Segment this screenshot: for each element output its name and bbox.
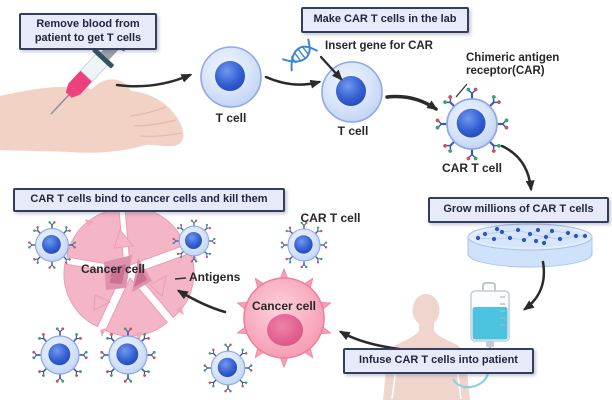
step-label-remove-blood: Remove blood from patient to get T cells <box>19 13 157 50</box>
arrow-grow-to-infuse <box>522 260 546 311</box>
arrow-infuse-to-cancer <box>338 330 401 351</box>
t-cell-label-2: T cell <box>337 124 369 138</box>
car-t-cell-graphic-b <box>172 219 215 262</box>
arrow-cart-to-grow <box>500 144 535 192</box>
antigens-label: Antigens <box>189 270 241 284</box>
antigen-pointer-line <box>174 277 187 280</box>
car-t-cell-label-bottom: CAR T cell <box>300 211 361 225</box>
arrow-tcell-to-cart <box>385 94 439 111</box>
car-t-cell-label-main: CAR T cell <box>441 161 502 175</box>
step-label-kill-cancer: CAR T cells bind to cancer cells and kil… <box>13 188 285 212</box>
car-t-cell-graphic-e <box>32 327 87 382</box>
step-label-infuse: Infuse CAR T cells into patient <box>343 348 534 374</box>
step-label-grow-cells: Grow millions of CAR T cells <box>428 197 609 223</box>
cancer-cell-label-shattered: Cancer cell <box>80 262 146 276</box>
car-t-cell-graphic-c <box>281 222 328 269</box>
car-t-cell-graphic-d <box>204 344 253 393</box>
arrow-blood-to-tcell <box>115 73 193 88</box>
t-cell-graphic-2 <box>321 61 383 123</box>
insert-gene-label: Insert gene for CAR <box>325 40 433 52</box>
shattered-cancer-cell-graphic <box>60 202 198 341</box>
receptor-pointer-line <box>455 83 468 98</box>
arm-graphic <box>0 79 184 153</box>
car-t-cell-graphic-f <box>100 327 155 382</box>
cancer-cell-label-intact: Cancer cell <box>251 299 317 313</box>
arrow-tcell-to-tcell <box>264 75 322 89</box>
step-label-make-cart: Make CAR T cells in the lab <box>301 7 469 33</box>
t-cell-label-1: T cell <box>215 111 247 125</box>
car-receptor-label: Chimeric antigen receptor(CAR) <box>466 52 560 78</box>
car-t-cell-graphic-main <box>436 88 509 161</box>
iv-bag-icon <box>452 282 510 389</box>
dna-icon <box>282 38 318 72</box>
petri-dish-icon <box>467 223 593 268</box>
arrow-cancer-to-killed <box>176 289 227 314</box>
cancer-cell-graphic <box>236 267 332 369</box>
arrow-insert-gene <box>319 55 343 81</box>
t-cell-graphic-1 <box>200 46 262 108</box>
